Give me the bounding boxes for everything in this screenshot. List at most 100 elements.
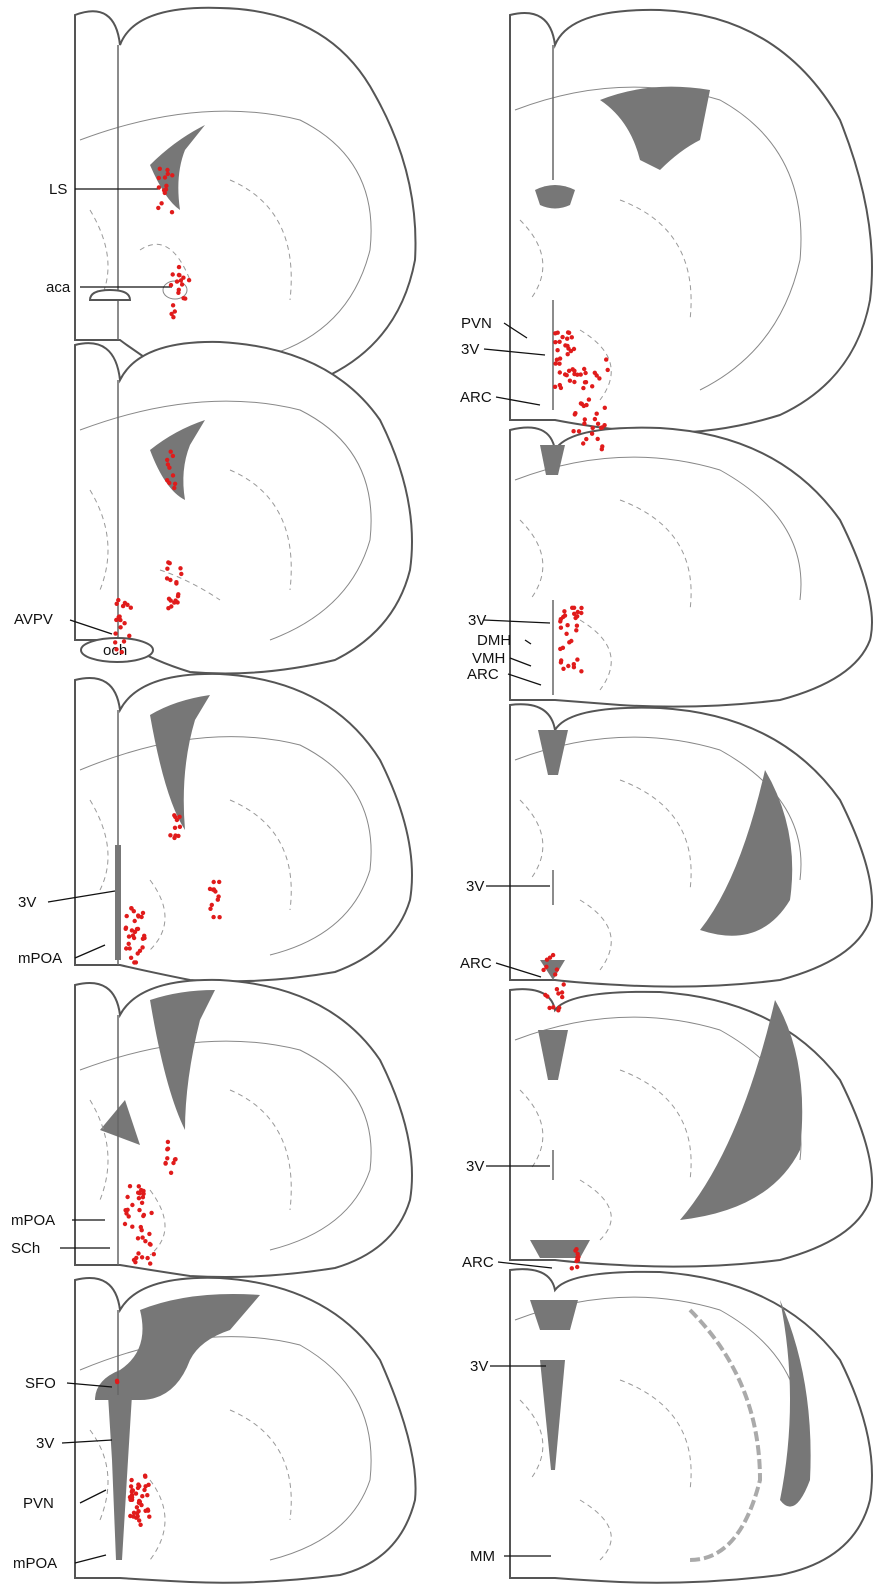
label-mpoa: mPOA (11, 1212, 55, 1229)
labeled-cell-dot (604, 357, 608, 361)
labeled-cell-dot (165, 478, 169, 482)
label-3v: 3V (470, 1358, 488, 1375)
labeled-cell-dot (210, 903, 214, 907)
labeled-cell-dot (173, 826, 177, 830)
labeled-cell-dot (142, 1488, 146, 1492)
labeled-cell-dot (553, 331, 557, 335)
labeled-cell-dot (177, 288, 181, 292)
labeled-cell-dot (559, 658, 563, 662)
labeled-cell-dot (125, 1195, 129, 1199)
labeled-cell-dot (171, 303, 175, 307)
label-pvn: PVN (23, 1495, 54, 1512)
labeled-cell-dot (156, 206, 160, 210)
left-section-5 (75, 1278, 416, 1583)
labeled-cell-dot (587, 397, 591, 401)
labeled-cell-dot (141, 937, 145, 941)
labeled-cell-dot (561, 615, 565, 619)
labeled-cell-dot (132, 960, 136, 964)
third-ventricle-r4-bottom (530, 1240, 590, 1258)
labeled-cell-dot (165, 1156, 169, 1160)
label-vmh: VMH (472, 650, 505, 667)
labeled-cell-dot (583, 371, 587, 375)
labeled-cell-dot (555, 987, 559, 991)
labeled-cell-dot (171, 473, 175, 477)
labeled-cell-dot (211, 915, 215, 919)
labeled-cell-dot (560, 335, 564, 339)
right-section-2 (510, 428, 872, 707)
labeled-cell-dot (122, 621, 126, 625)
labeled-cell-dot (134, 1491, 138, 1495)
labeled-cell-dot (141, 1195, 145, 1199)
labeled-cell-dot (176, 834, 180, 838)
labeled-cell-dot (115, 1380, 119, 1384)
labeled-cell-dot (177, 815, 181, 819)
right-section-1 (510, 10, 872, 433)
labeled-cell-dot (591, 426, 595, 430)
label-3v: 3V (461, 341, 479, 358)
labeled-cell-dot (145, 1493, 149, 1497)
labeled-cell-dot (141, 911, 145, 915)
labeled-cell-dot (565, 373, 569, 377)
labeled-cell-dot (169, 1171, 173, 1175)
labeled-cell-dot (551, 1005, 555, 1009)
labeled-cell-dot (544, 965, 548, 969)
labeled-cell-dot (122, 639, 126, 643)
labeled-cell-dot (149, 1211, 153, 1215)
labeled-cell-dot (140, 1255, 144, 1259)
label-dmh: DMH (477, 632, 511, 649)
labeled-cell-dot (575, 1265, 579, 1269)
labeled-cell-dot (146, 1509, 150, 1513)
labeled-cell-dot (569, 349, 573, 353)
labeled-cell-dot (129, 1478, 133, 1482)
labeled-cell-dot (579, 401, 583, 405)
labeled-cell-dot (137, 1518, 141, 1522)
labeled-cell-dot (565, 623, 569, 627)
labeled-cell-dot (603, 406, 607, 410)
labeled-cell-dot (572, 369, 576, 373)
label-arc: ARC (462, 1254, 494, 1271)
labeled-cell-dot (555, 358, 559, 362)
labeled-cell-dot (143, 1239, 147, 1243)
labeled-cell-dot (558, 370, 562, 374)
labeled-cell-dot (148, 1261, 152, 1265)
labeled-cell-dot (575, 624, 579, 628)
labeled-cell-dot (166, 172, 170, 176)
labeled-cell-dot (170, 210, 174, 214)
labeled-cell-dot (147, 1232, 151, 1236)
labeled-cell-dot (178, 825, 182, 829)
labeled-cell-dot (113, 640, 117, 644)
labeled-cell-dot (560, 995, 564, 999)
labeled-cell-dot (142, 1213, 146, 1217)
labeled-cell-dot (555, 967, 559, 971)
labeled-cell-dot (139, 915, 143, 919)
labeled-cell-dot (145, 1256, 149, 1260)
labeled-cell-dot (118, 625, 122, 629)
labeled-cell-dot (166, 606, 170, 610)
labeled-cell-dot (208, 907, 212, 911)
labeled-cell-dot (114, 647, 118, 651)
labeled-cell-dot (125, 603, 129, 607)
labeled-cell-dot (163, 175, 167, 179)
labeled-cell-dot (124, 946, 128, 950)
labeled-cell-dot (217, 880, 221, 884)
labeled-cell-dot (169, 283, 173, 287)
labeled-cell-dot (165, 567, 169, 571)
labeled-cell-dot (173, 482, 177, 486)
labeled-cell-dot (132, 1511, 136, 1515)
labeled-cell-dot (124, 927, 128, 931)
label-3v: 3V (466, 1158, 484, 1175)
labeled-cell-dot (171, 1161, 175, 1165)
labeled-cell-dot (582, 421, 586, 425)
labeled-cell-dot (130, 928, 134, 932)
labeled-cell-dot (173, 1157, 177, 1161)
labeled-cell-dot (556, 991, 560, 995)
labeled-cell-dot (590, 432, 594, 436)
left-section-1 (75, 8, 416, 389)
right-section-4 (510, 989, 872, 1266)
labeled-cell-dot (139, 1225, 143, 1229)
labeled-cell-dot (168, 833, 172, 837)
labeled-cell-dot (553, 972, 557, 976)
labeled-cell-dot (120, 650, 124, 654)
labeled-cell-dot (172, 836, 176, 840)
labeled-cell-dot (577, 429, 581, 433)
